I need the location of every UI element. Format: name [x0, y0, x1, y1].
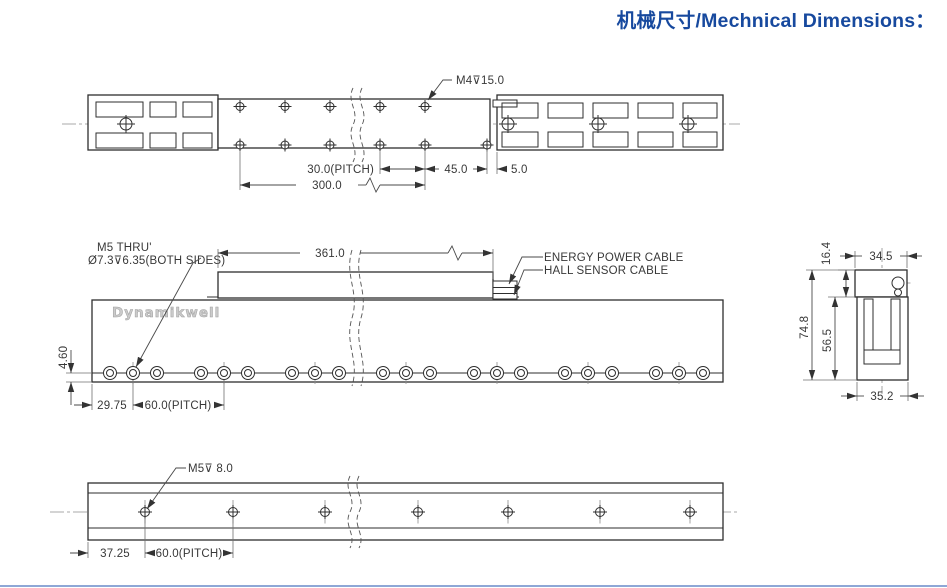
- dim-5: 5.0: [511, 164, 528, 176]
- dim-3725: 37.25: [100, 548, 130, 560]
- m5-callout: M5⊽ 8.0: [188, 463, 233, 475]
- dim-565: 56.5: [822, 329, 834, 352]
- dim-pitch-30: 30.0(PITCH): [307, 164, 374, 176]
- m4-callout: M4⊽15.0: [456, 75, 504, 87]
- rail-right-slot-pattern: [501, 102, 718, 148]
- dim-748: 74.8: [799, 316, 811, 339]
- dim-460-group: 4.60: [58, 346, 92, 405]
- dim-352: 35.2: [870, 391, 893, 403]
- counterbore-label: Ø7.3⊽6.35(BOTH SIDES): [88, 255, 225, 267]
- dim-2975: 29.75: [97, 400, 127, 412]
- slider-outline: [217, 271, 494, 299]
- m5-thru-label: M5 THRU': [97, 242, 152, 254]
- bottom-accent-rule: [0, 585, 947, 587]
- dim-pitch-60: 60.0(PITCH): [145, 400, 212, 412]
- rail-left-outline: [87, 94, 219, 151]
- bottom-view-dimensions: 37.25 60.0(PITCH): [70, 518, 234, 560]
- top-view-dimensions: 30.0(PITCH) 45.0 5.0 300.0: [239, 150, 528, 194]
- dim-300: 300.0: [312, 180, 342, 192]
- rail-left-slot-pattern: [95, 101, 213, 149]
- m5-leader-line: [146, 467, 186, 510]
- rail-bottom-outline: [87, 482, 724, 541]
- hall-cable-leader: [513, 269, 543, 296]
- dim-45: 45.0: [444, 164, 467, 176]
- cable-block: [492, 280, 518, 300]
- dim-pitch-60-bottom: 60.0(PITCH): [156, 548, 223, 560]
- energy-cable-leader: [508, 256, 543, 285]
- energy-cable-label: ENERGY POWER CABLE: [544, 252, 684, 264]
- dim-361-group: 361.0: [217, 244, 494, 279]
- end-view-dimensions: 34.5 16.4 56.5 74.8 35.2: [799, 241, 924, 403]
- dim-345: 34.5: [869, 251, 892, 263]
- counterbore-leader-line: [135, 257, 202, 368]
- dim-460: 4.60: [58, 346, 70, 369]
- u-channel-slots: [863, 298, 901, 365]
- dim-361: 361.0: [315, 248, 345, 260]
- end-section-view: 34.5 16.4 56.5 74.8 35.2: [799, 241, 924, 403]
- dim-164: 16.4: [821, 241, 833, 265]
- rail-right-outline: [496, 94, 724, 151]
- hall-cable-label: HALL SENSOR CABLE: [544, 265, 669, 277]
- m4-leader-line: [427, 79, 452, 101]
- side-elevation-view: Dynamikwell M5 THRU' Ø7.3⊽6.35(BOTH SIDE…: [58, 242, 724, 412]
- dim-2975-pitch-group: 29.75 60.0(PITCH): [74, 380, 225, 412]
- top-plan-view: M4⊽15.0 30.0(PITCH) 45.0 5.0 300.0: [62, 75, 740, 194]
- brand-watermark: Dynamikwell: [112, 305, 220, 321]
- page-title: 机械尺寸/Mechnical Dimensions：: [616, 10, 935, 32]
- bottom-view: M5⊽ 8.0 37.25 60.0(PITCH): [50, 463, 740, 560]
